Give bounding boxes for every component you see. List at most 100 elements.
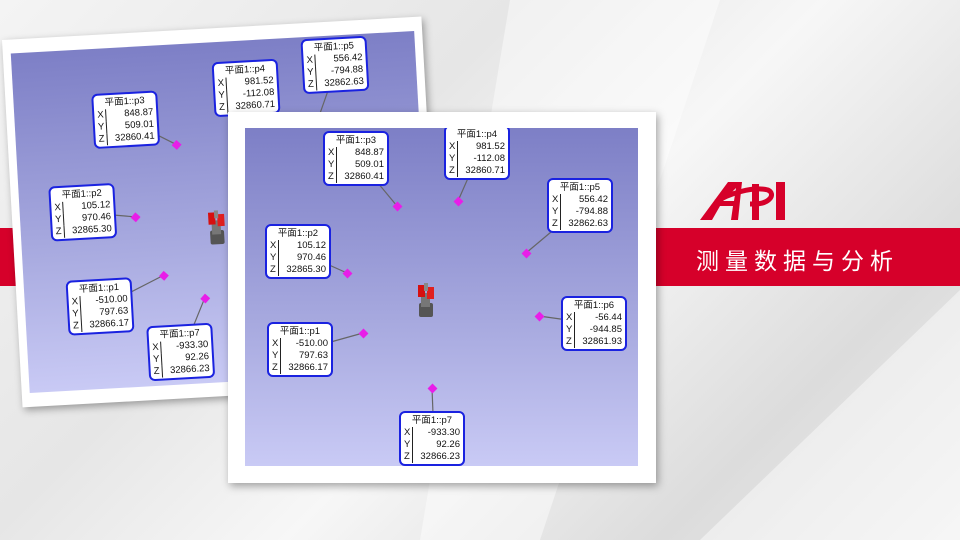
coord-row-x: X 981.52	[449, 141, 505, 153]
coord-row-z: Z 32866.23	[404, 451, 460, 463]
coord-value: -112.08	[473, 153, 505, 164]
coord-value: 32865.30	[71, 223, 113, 237]
coord-value: 509.01	[354, 159, 384, 170]
coord-value: -933.30	[427, 427, 460, 438]
coord-row-x: X -510.00	[272, 338, 328, 350]
coord-value: 32860.41	[344, 171, 384, 182]
coord-value: 970.46	[296, 252, 326, 263]
coord-value: 556.42	[578, 194, 608, 205]
axis-label: Y	[272, 350, 281, 362]
coord-value: 32866.23	[420, 451, 460, 462]
coord-row-z: Z 32865.30	[270, 264, 326, 276]
coord-value: -794.88	[575, 206, 608, 217]
coord-value: 32862.63	[324, 75, 365, 90]
robot-model-icon	[205, 210, 229, 247]
coord-row-x: X 556.42	[552, 194, 608, 206]
coord-row-y: Y 797.63	[272, 350, 328, 362]
axis-label: Y	[404, 439, 413, 451]
slide-title: 测量数据与分析	[696, 249, 899, 275]
axis-label: X	[552, 194, 561, 206]
axis-label: Y	[328, 159, 337, 171]
coord-value: 105.12	[296, 240, 326, 251]
axis-label: Z	[552, 218, 561, 230]
coord-row-z: Z 32861.93	[566, 336, 622, 348]
coord-row-y: Y 509.01	[328, 159, 384, 171]
point-name: 平面1::p6	[573, 300, 615, 311]
coord-value: 32860.71	[465, 165, 505, 176]
axis-label: Z	[566, 336, 575, 348]
coord-value: 32866.17	[288, 362, 328, 373]
coord-row-y: Y -794.88	[552, 206, 608, 218]
axis-label: X	[328, 147, 337, 159]
axis-label: Z	[272, 362, 281, 374]
coord-value: 848.87	[354, 147, 384, 158]
point-name: 平面1::p7	[411, 415, 453, 426]
axis-label: Y	[270, 252, 279, 264]
coord-row-y: Y -944.85	[566, 324, 622, 336]
axis-label: Y	[552, 206, 561, 218]
api-logo	[700, 182, 785, 220]
coord-row-x: X 105.12	[270, 240, 326, 252]
axis-label: Y	[566, 324, 575, 336]
axis-label: Z	[270, 264, 279, 276]
coord-row-z: Z 32866.17	[272, 362, 328, 374]
coord-value: 32862.63	[568, 218, 608, 229]
background-facet	[700, 290, 960, 540]
axis-label: Z	[328, 171, 337, 183]
coord-value: 797.63	[298, 350, 328, 361]
coord-value: 32866.17	[89, 317, 130, 331]
coord-row-z: Z 32862.63	[552, 218, 608, 230]
coord-row-x: X -933.30	[404, 427, 460, 439]
coord-row-z: Z 32860.41	[328, 171, 384, 183]
axis-label: X	[272, 338, 281, 350]
coord-value: 32865.30	[286, 264, 326, 275]
coord-value: -944.85	[589, 324, 622, 335]
robot-model-icon	[415, 283, 437, 319]
coord-row-y: Y -112.08	[449, 153, 505, 165]
coord-value: 32861.93	[582, 336, 622, 347]
coord-value: 32860.41	[114, 130, 155, 144]
coord-row-x: X-56.44	[566, 312, 622, 324]
axis-label: X	[270, 240, 279, 252]
point-name: 平面1::p1	[279, 326, 321, 337]
point-name: 平面1::p4	[456, 129, 498, 140]
coord-row-x: X 848.87	[328, 147, 384, 159]
point-name: 平面1::p5	[559, 182, 601, 193]
axis-label: X	[449, 141, 458, 153]
coord-row-z: Z 32860.71	[449, 165, 505, 177]
axis-label: Z	[404, 451, 413, 463]
coord-value: 32866.23	[169, 362, 210, 377]
axis-label: Z	[449, 165, 458, 177]
axis-label: Y	[449, 153, 458, 165]
point-name: 平面1::p3	[335, 135, 377, 146]
point-name: 平面1::p2	[277, 228, 319, 239]
coord-row-y: Y 970.46	[270, 252, 326, 264]
coord-value: 981.52	[475, 141, 505, 152]
coord-value: -56.44	[595, 312, 622, 323]
coord-value: -510.00	[295, 338, 328, 349]
axis-label: X	[404, 427, 413, 439]
